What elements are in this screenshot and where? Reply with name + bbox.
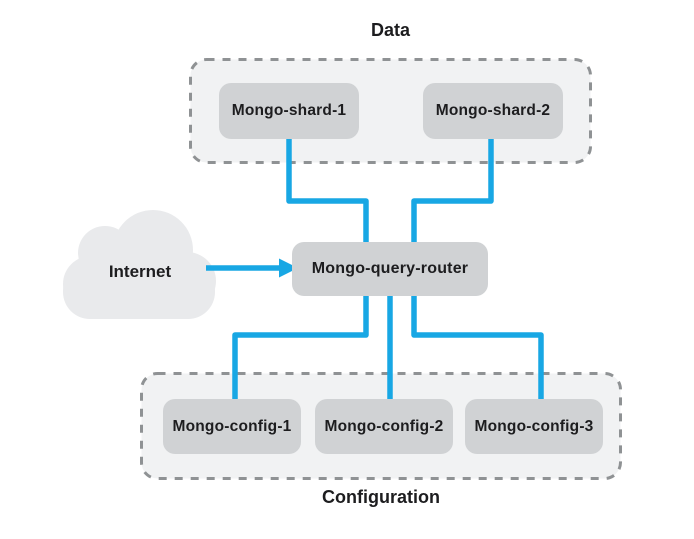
configuration-group-label: Configuration: [322, 487, 440, 507]
connector-shard2-router: [411, 139, 494, 243]
internet-cloud-icon: [63, 210, 216, 319]
node-mongo-query-router: Mongo-query-router: [292, 242, 488, 296]
node-mongo-shard-1: Mongo-shard-1: [219, 83, 359, 139]
internet-label: Internet: [108, 262, 172, 281]
data-group-label: Data: [370, 20, 410, 40]
connector-shard1-router: [286, 139, 369, 243]
connector-router-config1: [232, 295, 369, 400]
node-mongo-config-3: Mongo-config-3: [465, 399, 603, 454]
connectors: [232, 139, 544, 400]
node-mongo-shard-2: Mongo-shard-2: [423, 83, 563, 139]
node-mongo-config-1: Mongo-config-1: [163, 399, 301, 454]
node-mongo-config-2: Mongo-config-2: [315, 399, 453, 454]
right-arrow-icon: [206, 258, 298, 278]
connector-router-config3: [411, 295, 544, 400]
